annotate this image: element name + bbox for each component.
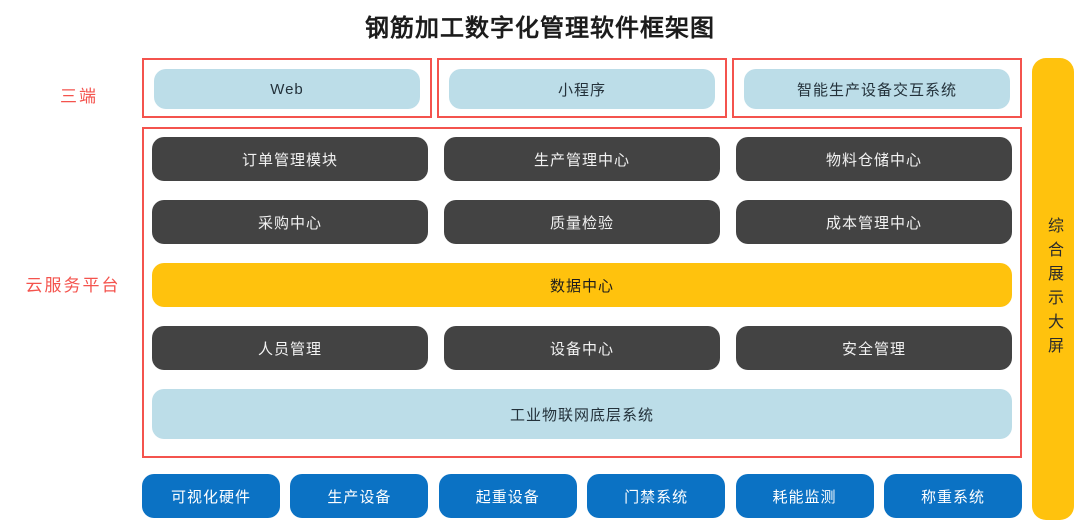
module-box-quality-inspection[interactable]: 质量检验: [444, 200, 720, 244]
module-row-3: 人员管理 设备中心 安全管理: [152, 326, 1012, 370]
terminal-box-web[interactable]: Web: [154, 69, 420, 109]
terminal-group-web: Web: [142, 58, 432, 118]
module-box-industrial-iot-base[interactable]: 工业物联网底层系统: [152, 389, 1012, 439]
hardware-row: 可视化硬件 生产设备 起重设备 门禁系统 耗能监测 称重系统: [142, 474, 1022, 518]
module-box-material-warehouse[interactable]: 物料仓储中心: [736, 137, 1012, 181]
module-box-equipment-center[interactable]: 设备中心: [444, 326, 720, 370]
module-box-order-management[interactable]: 订单管理模块: [152, 137, 428, 181]
hardware-box-production-equipment[interactable]: 生产设备: [290, 474, 429, 518]
module-box-safety-management[interactable]: 安全管理: [736, 326, 1012, 370]
hardware-box-access-control[interactable]: 门禁系统: [587, 474, 726, 518]
module-row-2: 采购中心 质量检验 成本管理中心: [152, 200, 1012, 244]
module-box-procurement[interactable]: 采购中心: [152, 200, 428, 244]
hardware-box-visualization[interactable]: 可视化硬件: [142, 474, 280, 518]
layer-label-terminals: 三端: [60, 87, 98, 106]
page-title: 钢筋加工数字化管理软件框架图: [365, 15, 715, 42]
big-screen-bar[interactable]: 综合展示大屏: [1032, 58, 1074, 520]
module-box-production-management[interactable]: 生产管理中心: [444, 137, 720, 181]
module-box-personnel-management[interactable]: 人员管理: [152, 326, 428, 370]
hardware-box-lifting-equipment[interactable]: 起重设备: [438, 474, 577, 518]
module-box-data-center[interactable]: 数据中心: [152, 263, 1012, 307]
hardware-box-energy-monitoring[interactable]: 耗能监测: [735, 474, 874, 518]
big-screen-label: 综合展示大屏: [1045, 217, 1062, 361]
data-center-row: 数据中心: [152, 263, 1012, 307]
hardware-box-weighing-system[interactable]: 称重系统: [883, 474, 1022, 518]
module-box-cost-management[interactable]: 成本管理中心: [736, 200, 1012, 244]
terminal-group-equipment: 智能生产设备交互系统: [732, 58, 1022, 118]
iot-row: 工业物联网底层系统: [152, 389, 1012, 439]
terminal-box-equipment-interaction[interactable]: 智能生产设备交互系统: [744, 69, 1010, 109]
layer-label-cloud-platform: 云服务平台: [25, 276, 121, 295]
cloud-platform-content: 订单管理模块 生产管理中心 物料仓储中心 采购中心 质量检验 成本管理中心 数据…: [152, 137, 1012, 448]
terminal-box-miniprogram[interactable]: 小程序: [449, 69, 715, 109]
module-row-1: 订单管理模块 生产管理中心 物料仓储中心: [152, 137, 1012, 181]
terminal-group-miniprogram: 小程序: [437, 58, 727, 118]
